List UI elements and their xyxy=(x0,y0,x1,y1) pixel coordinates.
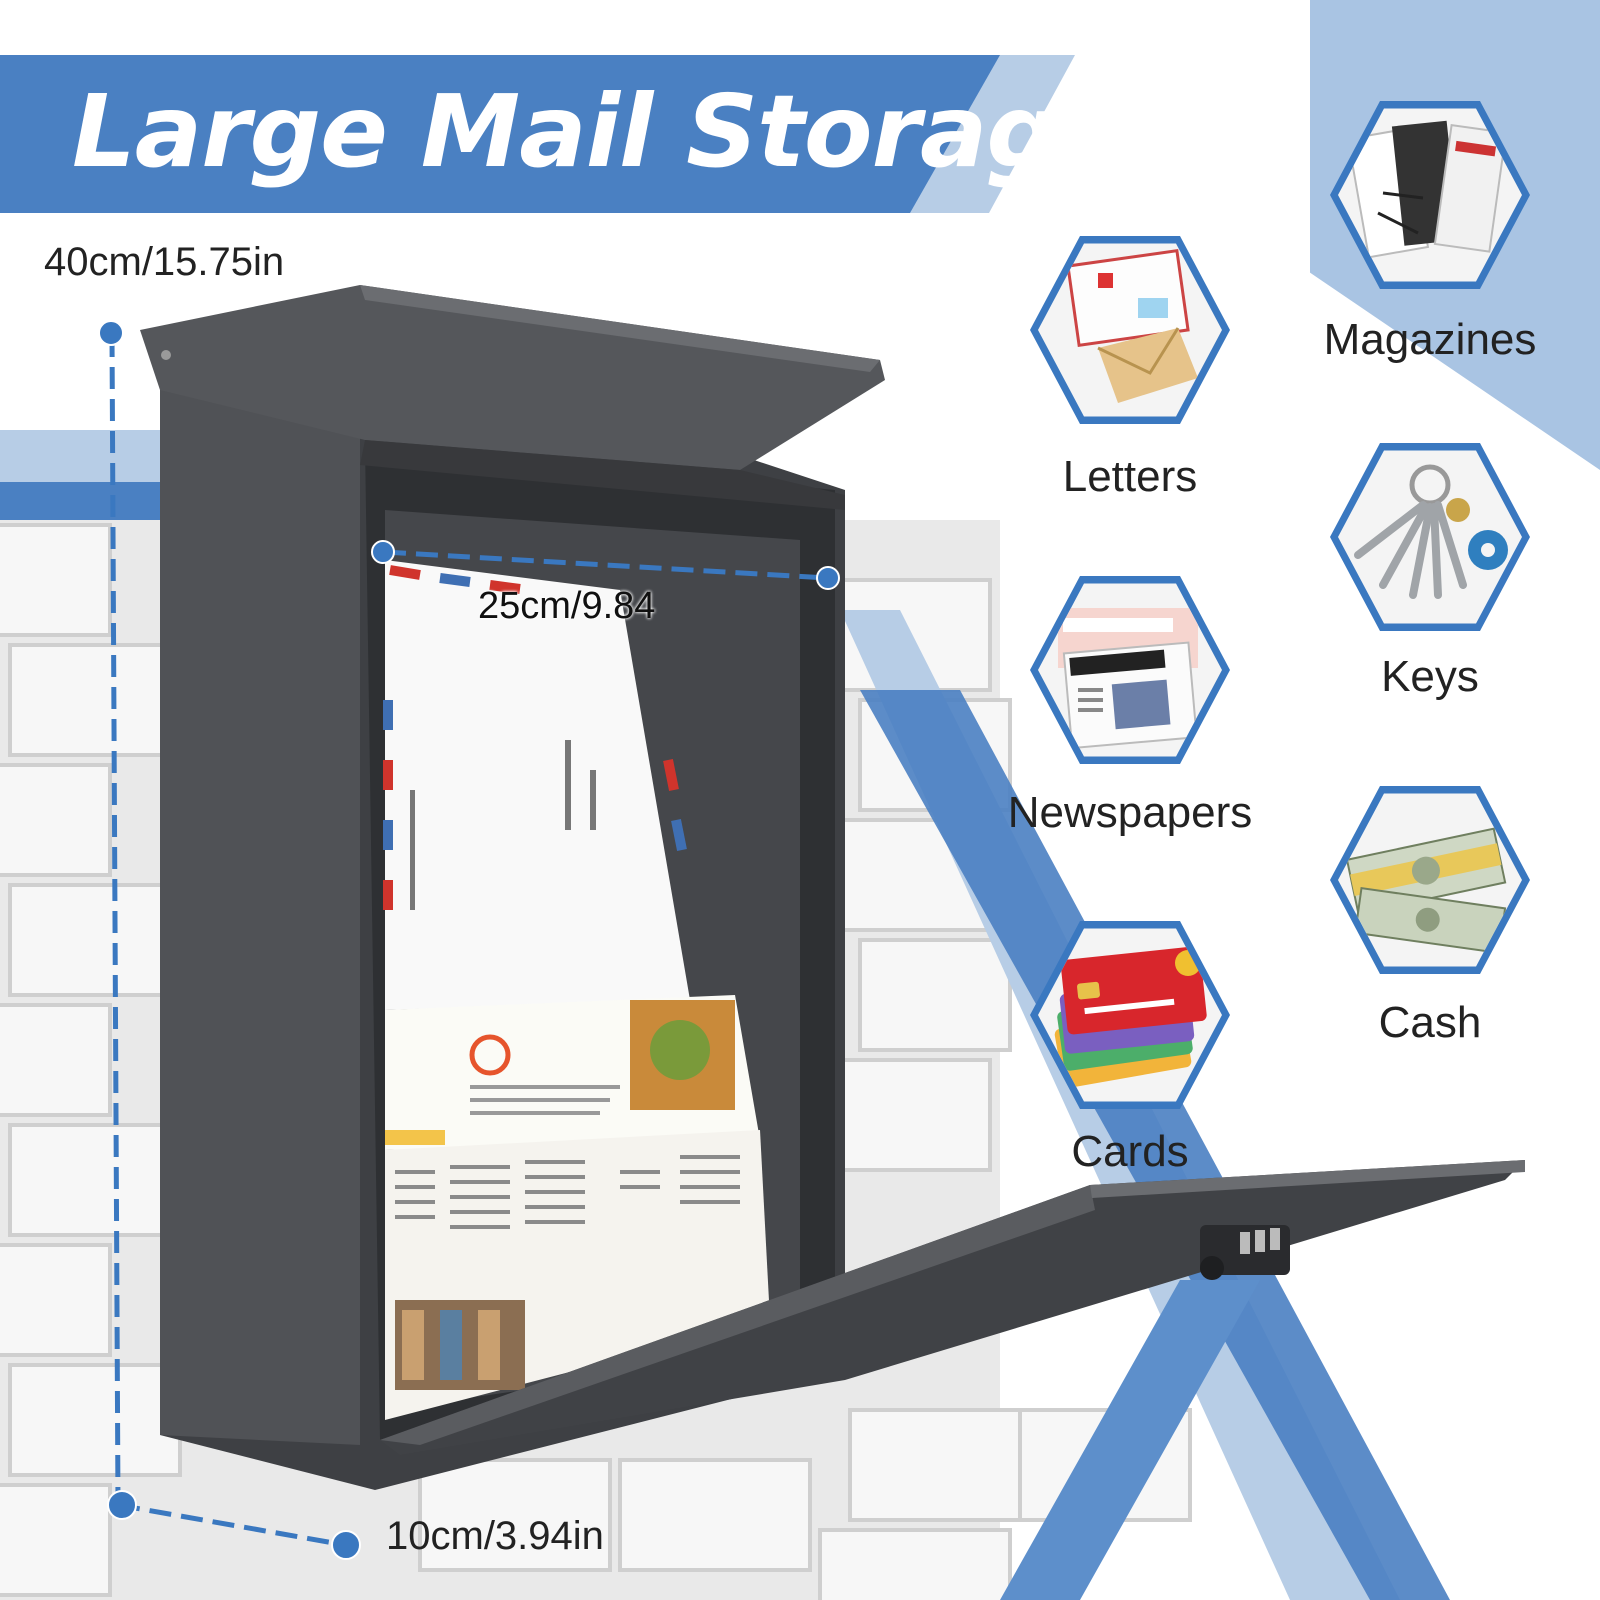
category-label: Magazines xyxy=(1323,315,1537,364)
category-cash: Cash xyxy=(1330,780,1530,1047)
depth-dimension-label: 10cm/3.94in xyxy=(386,1514,604,1558)
cash-icon xyxy=(1345,827,1507,955)
brochure-in-box xyxy=(385,995,760,1150)
envelope-in-box xyxy=(383,560,690,1010)
height-marker-bottom xyxy=(107,1490,137,1520)
category-letters: Letters xyxy=(1030,230,1230,501)
category-label: Cash xyxy=(1378,998,1482,1047)
letters-icon xyxy=(1066,249,1198,403)
page-title: Large Mail Storage xyxy=(72,73,1125,190)
height-dimension-label: 40cm/15.75in xyxy=(44,240,285,284)
width-marker-right xyxy=(816,566,840,590)
depth-marker xyxy=(331,1530,361,1560)
height-marker-top xyxy=(98,320,124,346)
category-newspapers: Newspapers xyxy=(1008,570,1252,837)
category-keys: Keys xyxy=(1330,437,1530,701)
newspaper-in-box xyxy=(385,1130,770,1420)
category-cards: Cards xyxy=(1030,915,1230,1176)
width-dimension-label: 25cm/9.84 xyxy=(478,585,656,627)
dimension-lines xyxy=(109,334,829,1548)
title-banner xyxy=(0,55,1000,213)
cards-icon xyxy=(1054,946,1207,1088)
width-marker-left xyxy=(371,540,395,564)
category-label: Letters xyxy=(1062,452,1198,501)
newspapers-icon xyxy=(1058,608,1198,750)
magazines-icon xyxy=(1346,120,1508,259)
open-lid xyxy=(380,1160,1525,1455)
category-magazines: Magazines xyxy=(1324,95,1536,364)
keys-icon xyxy=(1354,464,1508,599)
category-label: Keys xyxy=(1381,652,1479,701)
category-label: Cards xyxy=(1071,1127,1189,1176)
category-label: Newspapers xyxy=(1007,788,1253,837)
